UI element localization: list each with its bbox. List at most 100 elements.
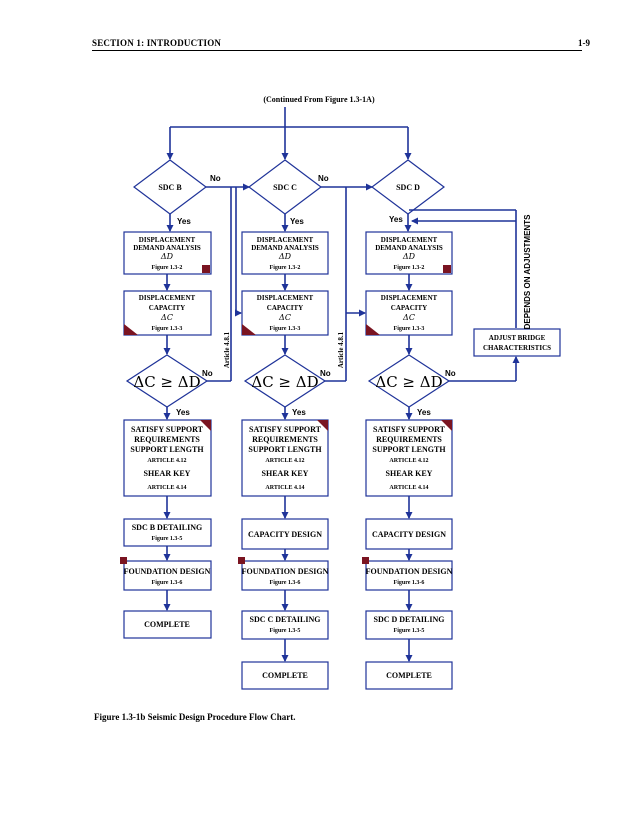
- corner-mark: [443, 265, 451, 273]
- check-diamond-b: ΔC ≥ ΔD: [125, 354, 209, 408]
- svg-text:Figure 1.3-6: Figure 1.3-6: [394, 580, 425, 586]
- support-to-next: [163, 496, 413, 519]
- depends-label: DEPENDS ON ADJUSTMENTS: [523, 214, 532, 329]
- svg-text:REQUIREMENTS: REQUIREMENTS: [376, 435, 442, 444]
- sdc-d-label: SDC D: [396, 183, 420, 192]
- svg-text:Figure 1.3-3: Figure 1.3-3: [152, 326, 183, 332]
- svg-text:DISPLACEMENT: DISPLACEMENT: [139, 236, 196, 244]
- svg-text:Figure 1.3-6: Figure 1.3-6: [270, 580, 301, 586]
- svg-text:SATISFY SUPPORT: SATISFY SUPPORT: [249, 425, 322, 434]
- svg-text:Figure 1.3-5: Figure 1.3-5: [152, 536, 183, 542]
- svg-text:Figure 1.3-5: Figure 1.3-5: [394, 628, 425, 634]
- row4-connectors: [281, 639, 413, 662]
- svg-text:Figure 1.3-2: Figure 1.3-2: [394, 265, 425, 271]
- svg-text:COMPLETE: COMPLETE: [144, 620, 190, 629]
- support-c: SATISFY SUPPORT REQUIREMENTS SUPPORT LEN…: [241, 419, 329, 497]
- foundation-design-b: FOUNDATION DESIGN Figure 1.3-6: [120, 557, 212, 591]
- demand-analysis-b: DISPLACEMENT DEMAND ANALYSIS ΔD Figure 1…: [123, 231, 212, 275]
- svg-text:CHARACTERISTICS: CHARACTERISTICS: [483, 344, 551, 352]
- svg-text:DISPLACEMENT: DISPLACEMENT: [257, 294, 314, 302]
- complete-b: COMPLETE: [123, 610, 212, 639]
- corner-mark: [441, 420, 452, 431]
- sdc-b-diamond: SDC B: [133, 159, 207, 215]
- check-yes-connectors: [163, 407, 413, 420]
- corner-mark: [366, 324, 380, 335]
- svg-text:ΔC: ΔC: [160, 313, 173, 322]
- corner-mark: [120, 557, 127, 564]
- sdc-c-no-label: No: [318, 174, 329, 183]
- article-481-label-c: Article 4.8.1: [337, 331, 345, 368]
- check-b-yes-label: Yes: [176, 408, 190, 417]
- svg-text:DISPLACEMENT: DISPLACEMENT: [257, 236, 314, 244]
- sdc-b-label: SDC B: [158, 183, 182, 192]
- svg-text:ARTICLE 4.12: ARTICLE 4.12: [265, 458, 304, 464]
- support-b: SATISFY SUPPORT REQUIREMENTS SUPPORT LEN…: [123, 419, 212, 497]
- svg-text:SATISFY SUPPORT: SATISFY SUPPORT: [131, 425, 204, 434]
- yes-connectors-1: [166, 214, 412, 232]
- corner-mark: [362, 557, 369, 564]
- svg-text:ARTICLE 4.14: ARTICLE 4.14: [389, 485, 428, 491]
- svg-text:Figure 1.3-6: Figure 1.3-6: [152, 580, 183, 586]
- foundation-design-d: FOUNDATION DESIGN Figure 1.3-6: [362, 557, 453, 591]
- demand-analysis-c: DISPLACEMENT DEMAND ANALYSIS ΔD Figure 1…: [241, 231, 329, 275]
- svg-text:COMPLETE: COMPLETE: [386, 671, 432, 680]
- svg-text:ADJUST BRIDGE: ADJUST BRIDGE: [489, 334, 546, 342]
- top-connectors: [166, 107, 412, 160]
- svg-text:ΔD: ΔD: [402, 252, 416, 261]
- check-c-no-label: No: [320, 369, 331, 378]
- complete-c: COMPLETE: [241, 661, 329, 690]
- svg-text:SUPPORT LENGTH: SUPPORT LENGTH: [248, 445, 322, 454]
- svg-text:ARTICLE 4.14: ARTICLE 4.14: [147, 485, 186, 491]
- support-d: SATISFY SUPPORT REQUIREMENTS SUPPORT LEN…: [365, 419, 453, 497]
- svg-text:ΔC: ΔC: [278, 313, 291, 322]
- capacity-design-c: CAPACITY DESIGN: [241, 518, 329, 550]
- svg-text:FOUNDATION DESIGN: FOUNDATION DESIGN: [366, 567, 453, 576]
- sdc-b-detailing-box: SDC B DETAILING Figure 1.3-5: [123, 518, 212, 547]
- svg-text:SATISFY SUPPORT: SATISFY SUPPORT: [373, 425, 446, 434]
- row2-connectors: [163, 546, 413, 561]
- check-b-no-label: No: [202, 369, 213, 378]
- foundation-design-c: FOUNDATION DESIGN Figure 1.3-6: [238, 557, 329, 591]
- svg-text:ARTICLE 4.14: ARTICLE 4.14: [265, 485, 304, 491]
- svg-text:ARTICLE 4.12: ARTICLE 4.12: [147, 458, 186, 464]
- section-header: SECTION 1: INTRODUCTION: [92, 38, 222, 48]
- svg-text:CAPACITY: CAPACITY: [267, 304, 303, 312]
- sdc-c-diamond: SDC C: [248, 159, 322, 215]
- svg-text:ΔC: ΔC: [402, 313, 415, 322]
- svg-text:DISPLACEMENT: DISPLACEMENT: [381, 294, 438, 302]
- sdc-b-yes-label: Yes: [177, 217, 191, 226]
- complete-d: COMPLETE: [365, 661, 453, 690]
- corner-mark: [242, 324, 256, 335]
- svg-text:CAPACITY DESIGN: CAPACITY DESIGN: [248, 530, 322, 539]
- sdc-b-no-label: No: [210, 174, 221, 183]
- svg-text:Figure 1.3-3: Figure 1.3-3: [270, 326, 301, 332]
- sdc-c-yes-label: Yes: [290, 217, 304, 226]
- svg-text:DEMAND ANALYSIS: DEMAND ANALYSIS: [133, 244, 201, 252]
- svg-text:SUPPORT LENGTH: SUPPORT LENGTH: [372, 445, 446, 454]
- demand-to-capacity: [163, 274, 413, 291]
- row3-connectors: [163, 590, 413, 611]
- check-diamond-c: ΔC ≥ ΔD: [243, 354, 327, 408]
- svg-text:SUPPORT LENGTH: SUPPORT LENGTH: [130, 445, 204, 454]
- sdc-d-yes-label: Yes: [389, 215, 403, 224]
- corner-mark: [317, 420, 328, 431]
- check-diamond-d: ΔC ≥ ΔD: [367, 354, 451, 408]
- sdc-c-detailing-box: SDC C DETAILING Figure 1.3-5: [241, 610, 329, 640]
- capacity-d: DISPLACEMENT CAPACITY ΔC Figure 1.3-3: [365, 290, 453, 336]
- svg-text:ΔC ≥ ΔD: ΔC ≥ ΔD: [251, 373, 318, 391]
- svg-text:Figure 1.3-3: Figure 1.3-3: [394, 326, 425, 332]
- svg-text:REQUIREMENTS: REQUIREMENTS: [134, 435, 200, 444]
- corner-mark: [202, 265, 210, 273]
- svg-text:CAPACITY: CAPACITY: [391, 304, 427, 312]
- demand-analysis-d: DISPLACEMENT DEMAND ANALYSIS ΔD Figure 1…: [365, 231, 453, 275]
- svg-text:ΔC ≥ ΔD: ΔC ≥ ΔD: [375, 373, 442, 391]
- svg-text:ΔD: ΔD: [160, 252, 174, 261]
- continued-note: (Continued From Figure 1.3-1A): [263, 95, 375, 104]
- svg-text:DISPLACEMENT: DISPLACEMENT: [381, 236, 438, 244]
- svg-text:CAPACITY DESIGN: CAPACITY DESIGN: [372, 530, 446, 539]
- svg-text:DEMAND ANALYSIS: DEMAND ANALYSIS: [375, 244, 443, 252]
- svg-text:COMPLETE: COMPLETE: [262, 671, 308, 680]
- capacity-to-check: [163, 335, 413, 355]
- capacity-design-d: CAPACITY DESIGN: [365, 518, 453, 550]
